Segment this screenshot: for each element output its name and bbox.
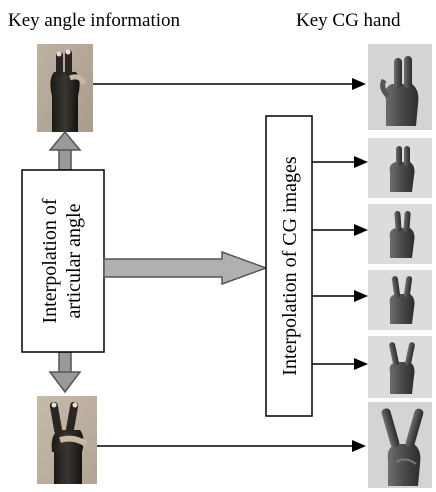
cg-hand-interp-1 — [368, 138, 432, 198]
left-header: Key angle information — [8, 10, 181, 31]
arrow-interp-4 — [312, 358, 368, 370]
cg-hand-key-top — [368, 44, 432, 130]
arrow-interp-3 — [312, 290, 368, 302]
key-photo-bottom — [37, 396, 97, 484]
cg-hand-interp-2 — [368, 204, 432, 264]
arrow-top-key — [93, 78, 366, 90]
cg-hand-interp-3 — [368, 270, 432, 330]
arrow-bottom-key — [97, 440, 366, 452]
horizontal-block-arrow — [103, 250, 269, 286]
arrow-interp-1 — [312, 156, 368, 168]
articular-label-line2: articular angle — [63, 203, 85, 318]
arrow-interp-2 — [312, 224, 368, 236]
vertical-arrow-down — [48, 351, 82, 394]
key-photo-top — [37, 44, 93, 132]
cg-images-label: Interpolation of CG images — [279, 156, 301, 376]
vertical-arrow-up — [48, 130, 82, 171]
articular-label-line1: Interpolation of — [39, 198, 61, 323]
right-header: Key CG hand — [296, 10, 401, 31]
cg-hand-interp-4 — [368, 336, 432, 398]
cg-images-box: Interpolation of CG images — [265, 115, 313, 417]
cg-hand-key-bottom — [368, 402, 432, 488]
articular-angle-box: Interpolation of articular angle — [21, 169, 105, 353]
